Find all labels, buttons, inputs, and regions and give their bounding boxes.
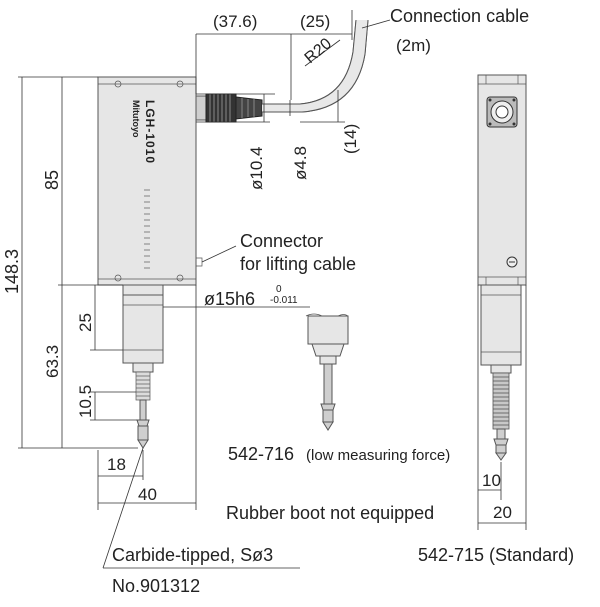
dim-63-3-label: 63.3 [43,345,62,378]
dim-10-right-label: 10 [482,471,501,490]
model-715-label: 542-715 (Standard) [418,545,574,565]
side-view-standard [477,74,527,461]
model-engraving-text: LGH-1010 [143,100,157,164]
part-number-label: No.901312 [112,576,200,596]
tolerance-lower-label: -0.011 [270,295,298,306]
tolerance-upper-label: 0 [276,284,282,295]
cable-connector [195,19,369,123]
lifting-cable-connector-icon [196,257,203,267]
dim-37-6-label: (37.6) [213,12,257,31]
stem-side [480,284,522,366]
dim-148-3-label: 148.3 [2,249,22,294]
carbide-tip-label: Carbide-tipped, Sø3 [112,545,273,565]
dia-4-8-label: ø4.8 [291,146,310,180]
stem-assembly-front [122,284,164,449]
connection-cable-label: Connection cable [390,6,529,26]
screw-top-right-icon [176,80,184,88]
dim-18-label: 18 [107,455,126,474]
main-body-front-view: Mitutoyo LGH-1010 [97,76,203,286]
dim-20-right-label: 20 [493,503,512,522]
dim-14-label: (14) [341,124,360,154]
low-force-variant-view [305,313,349,431]
brand-logo-text: Mitutoyo [131,100,141,138]
model-716-note-label: (low measuring force) [306,447,450,464]
dimension-lines [18,10,527,569]
screw-bottom-right-icon [176,274,184,282]
dia-15h6-label: ø15h6 [204,289,255,309]
carbide-tip-icon [137,439,149,449]
dimension-labels: (37.6) (25) Connection cable (2m) R20 ø1… [2,6,574,596]
connector-label-line1: Connector [240,231,323,251]
screw-top-left-icon [114,80,122,88]
dia-10-4-label: ø10.4 [247,147,266,190]
dim-40-label: 40 [138,485,157,504]
rubber-boot-note-label: Rubber boot not equipped [226,503,434,523]
cable-length-label: (2m) [396,36,431,55]
threaded-spindle [135,371,151,401]
dim-85-label: 85 [42,170,62,190]
connector-label-line2: for lifting cable [240,254,356,274]
rubber-boot-bellows [492,372,510,430]
dim-10-5-label: 10.5 [76,385,95,418]
dim-25-top-label: (25) [300,12,330,31]
screw-bottom-left-icon [114,274,122,282]
dim-25-left-label: 25 [76,313,95,332]
model-716-label: 542-716 [228,444,294,464]
r20-label: R20 [302,35,335,67]
scale-marks [144,189,150,269]
